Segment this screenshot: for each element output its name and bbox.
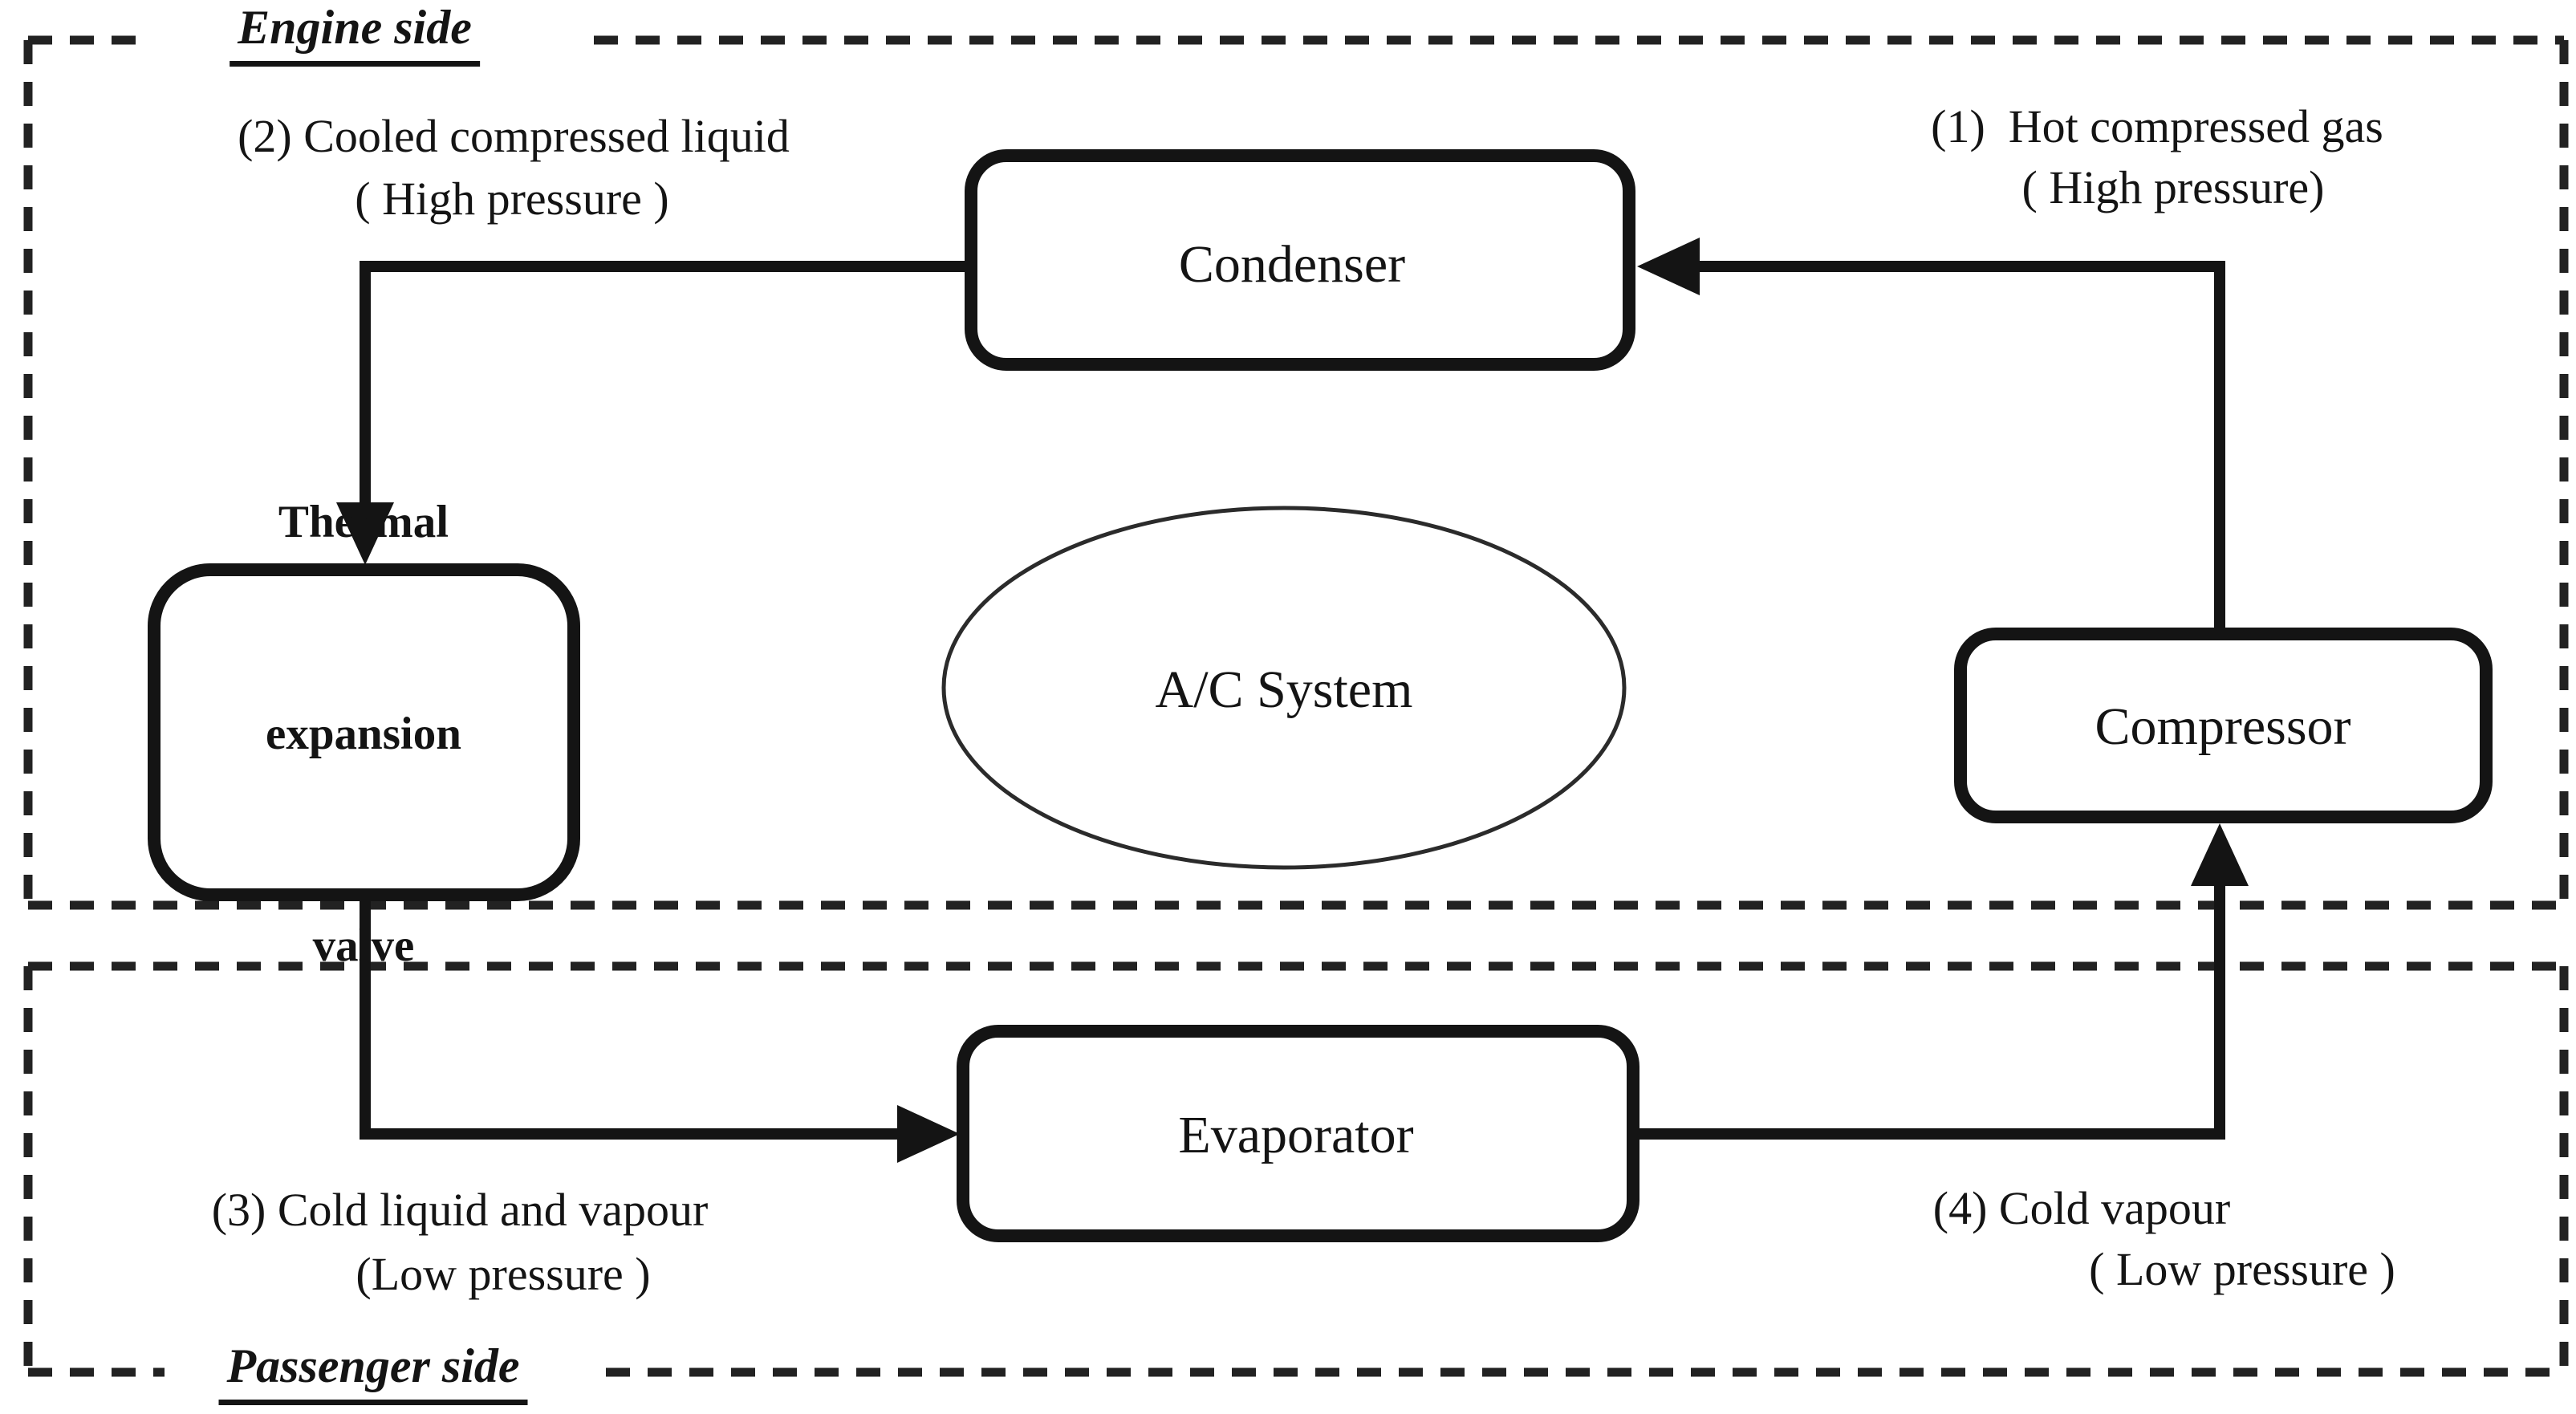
state1-line1: (1) Hot compressed gas	[1931, 100, 2383, 152]
state2-line2: ( High pressure )	[355, 172, 669, 225]
state4-line2: ( Low pressure )	[2089, 1242, 2395, 1295]
state3-line1: (3) Cold liquid and vapour	[211, 1183, 709, 1236]
state2-line1: (2) Cooled compressed liquid	[238, 109, 790, 162]
state1-line2: ( High pressure)	[2021, 160, 2325, 213]
ac-system-label: A/C System	[1155, 660, 1413, 719]
expansion-valve-label-line1: Thermal	[278, 497, 449, 547]
expansion-valve-box	[148, 563, 580, 901]
pipe-evaporator-to-compressor	[1631, 884, 2225, 1140]
engine-side-label: Engine side	[230, 0, 480, 67]
pipe-valve-to-evaporator	[360, 892, 900, 1140]
evaporator-box	[957, 1025, 1639, 1242]
arrow-into-condenser	[1637, 238, 1700, 295]
condenser-box	[965, 149, 1635, 371]
expansion-valve-label-line3: valve	[312, 920, 415, 971]
arrow-into-expansion-valve	[336, 502, 394, 565]
state3-line2: (Low pressure )	[356, 1247, 651, 1300]
pipes	[360, 261, 2225, 1140]
pipe-condenser-to-valve	[360, 261, 973, 514]
state4-line1: (4) Cold vapour	[1932, 1181, 2231, 1234]
component-boxes	[148, 149, 2493, 1242]
compressor-label: Compressor	[2095, 697, 2351, 756]
passenger-side-label: Passenger side	[218, 1336, 528, 1405]
engine-region-border	[23, 35, 2569, 910]
arrow-into-evaporator	[897, 1105, 960, 1163]
expansion-valve-label-line2: expansion	[266, 709, 461, 759]
compressor-box	[1954, 628, 2493, 823]
expansion-valve-label: Thermal expansion valve	[266, 346, 461, 1123]
passenger-region-border	[23, 961, 2569, 1377]
arrowheads	[336, 238, 2249, 1163]
condenser-label: Condenser	[1178, 234, 1406, 294]
ac-system-ellipse	[941, 506, 1627, 870]
pipe-compressor-to-condenser	[1695, 261, 2225, 638]
arrow-into-compressor	[2191, 823, 2249, 886]
evaporator-label: Evaporator	[1178, 1105, 1414, 1164]
